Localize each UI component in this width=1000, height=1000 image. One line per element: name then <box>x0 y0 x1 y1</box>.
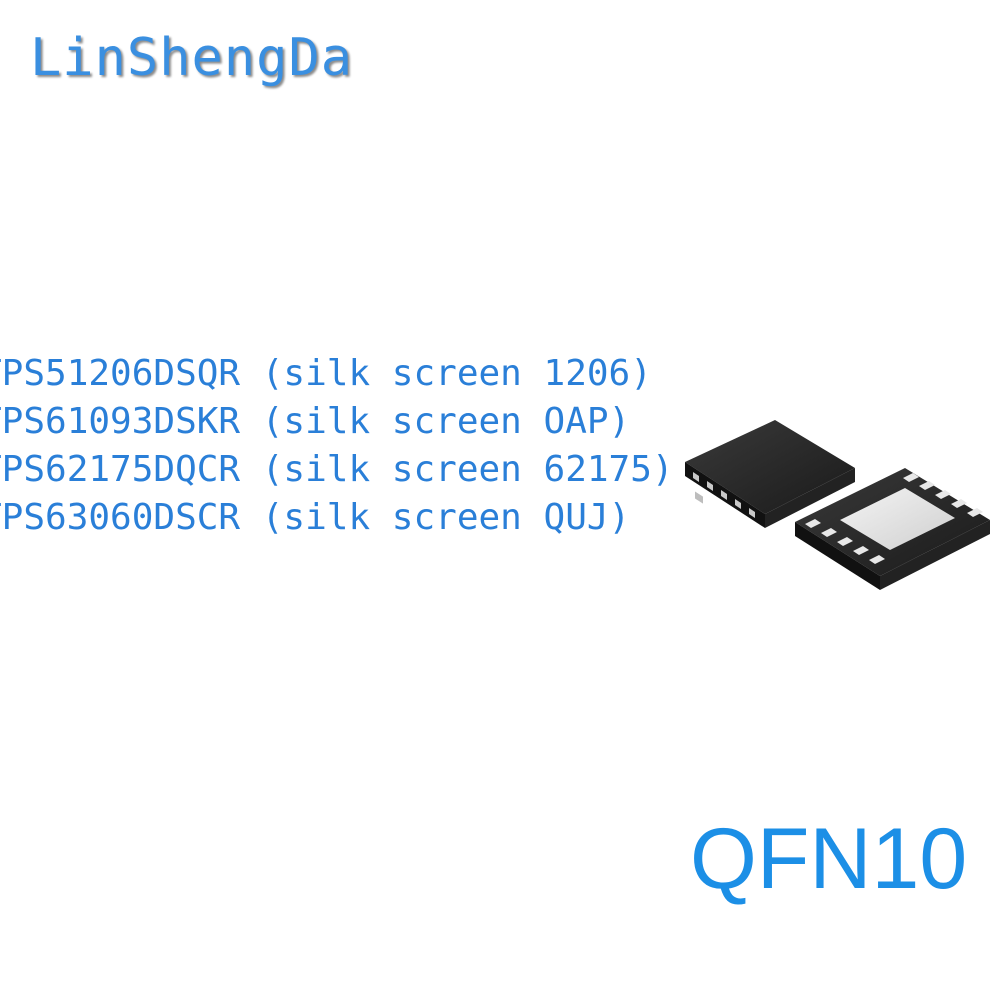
part-number-row: TPS63060DSCR (silk screen QUJ) <box>0 497 631 538</box>
qfn10-chip-icon <box>685 420 990 590</box>
part-number-row: TPS61093DSKR (silk screen OAP) <box>0 401 631 442</box>
brand-logo-text: LinShengDa <box>30 28 354 88</box>
chip-front <box>795 468 990 590</box>
package-type-label: QFN10 <box>690 811 968 907</box>
part-number-row: TPS51206DSQR (silk screen 1206) <box>0 353 652 394</box>
part-number-list: TPS51206DSQR (silk screen 1206) TPS61093… <box>0 350 674 542</box>
part-number-row: TPS62175DQCR (silk screen 62175) <box>0 449 674 490</box>
chip-back <box>685 420 855 528</box>
